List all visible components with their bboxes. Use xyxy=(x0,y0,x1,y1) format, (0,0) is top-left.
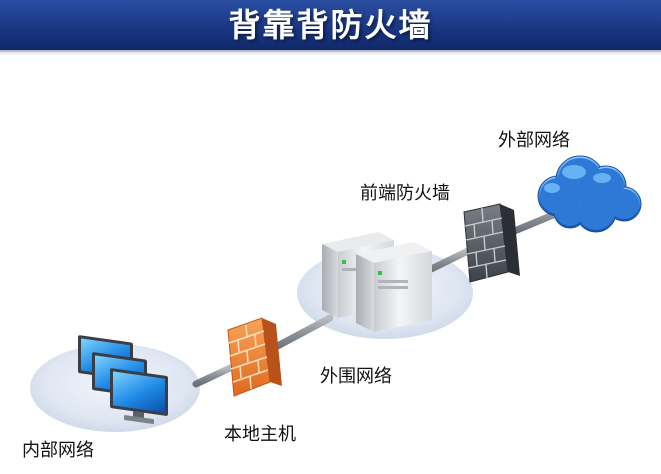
connector-internal-host xyxy=(192,364,234,388)
connector-perimeter-front xyxy=(421,246,474,276)
desktop-computers-icon xyxy=(78,335,168,425)
front-firewall-label: 前端防火墙 xyxy=(360,183,450,204)
cloud-icon xyxy=(537,155,642,233)
title-bar: 背靠背防火墙 xyxy=(0,0,661,56)
perimeter-network-label: 外围网络 xyxy=(320,366,392,387)
external-network-label: 外部网络 xyxy=(498,130,570,151)
internal-network-label: 内部网络 xyxy=(22,440,94,461)
connector-host-perimeter xyxy=(266,314,334,354)
slide-title: 背靠背防火墙 xyxy=(228,6,433,44)
host-firewall-label: 本地主机 xyxy=(224,424,296,445)
orange-brick-firewall-icon xyxy=(227,317,282,397)
servers-icon xyxy=(322,232,432,332)
gray-brick-firewall-icon xyxy=(463,203,520,283)
